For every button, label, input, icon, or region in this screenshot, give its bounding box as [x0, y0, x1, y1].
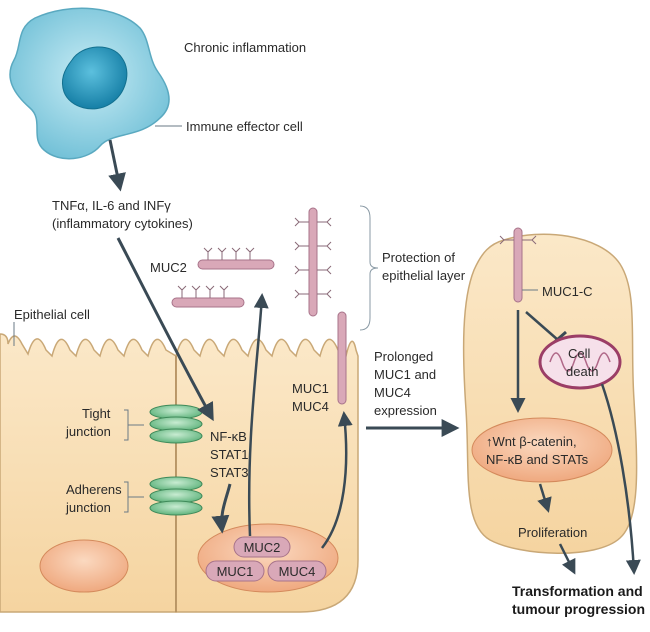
protection-label-1: Protection of [382, 250, 455, 265]
protection-label-2: epithelial layer [382, 268, 466, 283]
stat1-label: STAT1 [210, 447, 249, 462]
prolonged-label-3: MUC4 [374, 385, 411, 400]
chronic-inflammation-label: Chronic inflammation [184, 40, 306, 55]
wnt-label-2: NF-κB and STATs [486, 452, 589, 467]
epithelial-cell-label: Epithelial cell [14, 307, 90, 322]
nfkb-label: NF-κB [210, 429, 247, 444]
muc1-muc4-label-2: MUC4 [292, 399, 329, 414]
protection-bracket [359, 205, 379, 331]
adherens-junction-bracket [124, 481, 144, 513]
nucleus-muc2-label: MUC2 [244, 540, 281, 555]
cytokines-label-2: (inflammatory cytokines) [52, 216, 193, 231]
adherens-junction-label-2: junction [65, 500, 111, 515]
left-cell-nucleus [39, 539, 129, 593]
cell-death-label-2: death [566, 364, 599, 379]
nucleus-muc2-gene [233, 536, 291, 558]
cytokine-signal-arrow [116, 237, 214, 422]
membrane-muc1-muc4 [337, 311, 347, 405]
proliferation-to-transformation-arrow [558, 543, 576, 575]
muc2-secretion-arrow [247, 293, 269, 537]
nucleus-muc1-label: MUC1 [217, 564, 254, 579]
prolonged-label-1: Prolonged [374, 349, 433, 364]
proliferation-label: Proliferation [518, 525, 587, 540]
tight-junction-label-1: Tight [82, 406, 111, 421]
muc2-label: MUC2 [150, 260, 187, 275]
adherens-junction [149, 476, 203, 516]
tight-junction-label-2: junction [65, 424, 111, 439]
signalling-hub [471, 417, 613, 483]
cell-death-bypass-arrow [600, 383, 641, 575]
mitochondrion [538, 334, 622, 390]
tight-junction-bracket [124, 409, 144, 441]
wnt-label-1: ↑Wnt β-catenin, [486, 434, 577, 449]
right-cell-nucleus [197, 523, 339, 593]
cell-death-label-1: Cell [568, 346, 591, 361]
nucleus-muc1-gene [205, 560, 265, 582]
immune-effector-cell-label: Immune effector cell [186, 119, 303, 134]
immune-to-cytokines-arrow [108, 139, 126, 192]
nucleus-muc4-label: MUC4 [279, 564, 316, 579]
muc1c-receptor [499, 227, 537, 303]
tight-junction [149, 404, 203, 444]
adherens-junction-label-1: Adherens [66, 482, 122, 497]
stat3-label: STAT3 [210, 465, 249, 480]
free-membrane-mucin [294, 207, 332, 317]
immune-effector-cell [9, 7, 170, 160]
prolonged-label-2: MUC1 and [374, 367, 436, 382]
muc1c-inhibition-line [525, 311, 559, 341]
secreted-muc2 [171, 247, 275, 308]
cytokines-label-1: TNFα, IL-6 and INFγ [52, 198, 171, 213]
prolonged-label-4: expression [374, 403, 437, 418]
transformation-label-2: tumour progression [512, 601, 645, 617]
stats-to-nucleus-arrow [211, 483, 232, 534]
transformation-label-1: Transformation and [512, 583, 643, 599]
muc1-muc4-label-1: MUC1 [292, 381, 329, 396]
muc1-muc4-arrow [321, 411, 353, 549]
muc1c-label: MUC1-C [542, 284, 593, 299]
nucleus-muc4-gene [267, 560, 327, 582]
hub-to-proliferation-arrow [537, 483, 552, 513]
transformed-cell [462, 233, 638, 554]
